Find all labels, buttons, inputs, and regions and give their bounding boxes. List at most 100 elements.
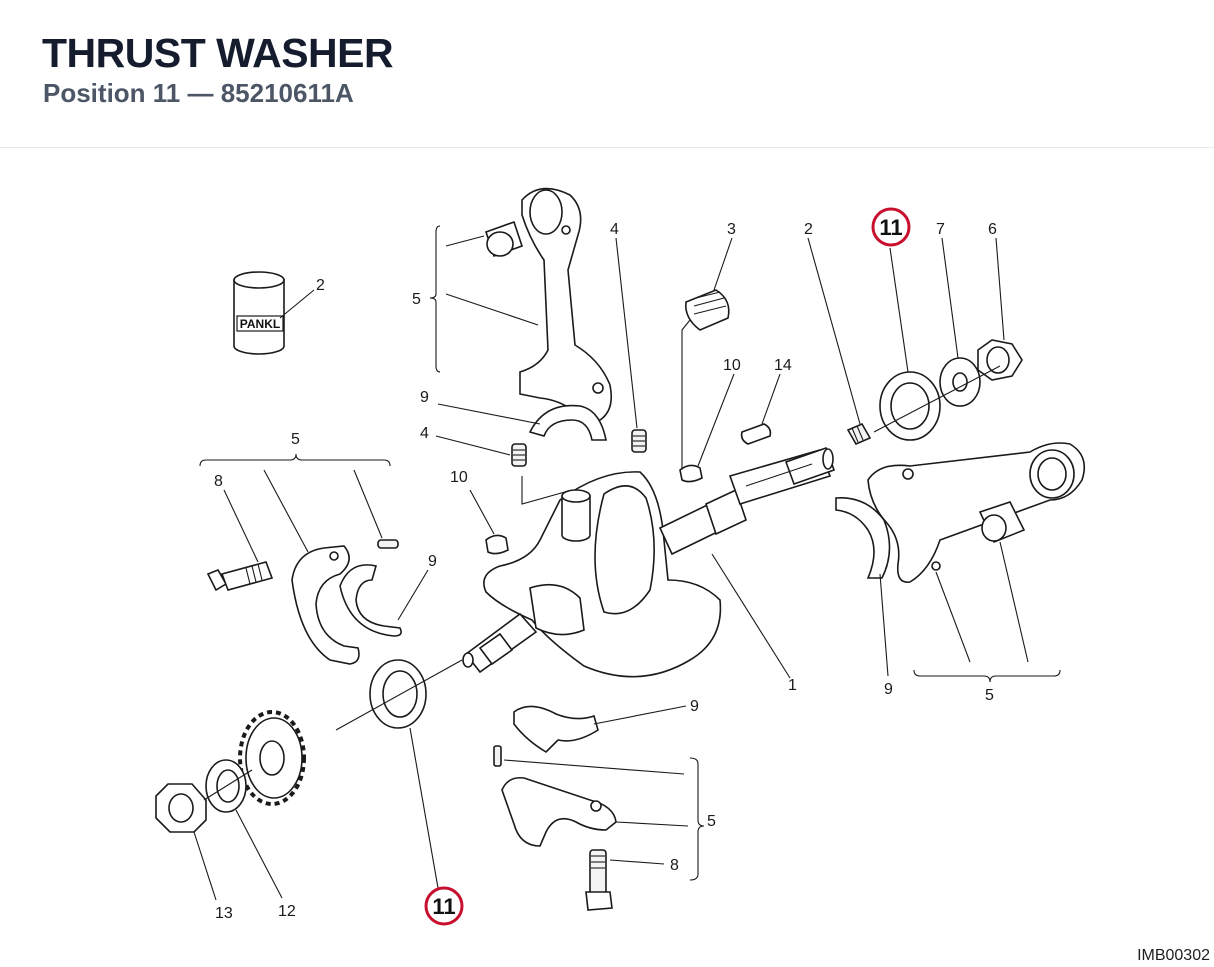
leader-right-9 — [879, 573, 889, 677]
callout-right-5: 5 — [985, 687, 994, 704]
thrust-washer-bottom[interactable] — [369, 659, 427, 729]
assembly-line-bottom — [335, 659, 463, 731]
dowel-2[interactable] — [846, 422, 872, 446]
leader-cap-5b — [353, 469, 383, 539]
bracket-bottom — [689, 757, 705, 881]
main-cap[interactable] — [291, 545, 360, 665]
leader-left-9 — [437, 403, 541, 425]
pankl-brand-label: PANKL — [240, 317, 280, 331]
callout-bottom-11: 11 — [432, 894, 455, 919]
bottom-main-cap[interactable] — [501, 776, 617, 847]
callout-pankl-2: 2 — [316, 277, 325, 294]
leader-top-14 — [761, 373, 781, 425]
cap-dowel[interactable] — [377, 539, 399, 549]
callout-bottom-9: 9 — [690, 698, 699, 715]
crankshaft[interactable] — [462, 446, 836, 678]
key-14[interactable] — [740, 423, 772, 445]
callout-left-4: 4 — [420, 425, 429, 442]
pankl-pin[interactable]: PANKL — [233, 271, 285, 355]
bottom-bearing-shell[interactable] — [513, 705, 599, 754]
leader-bottom-11 — [409, 727, 439, 889]
right-connecting-rod[interactable] — [867, 442, 1086, 583]
callout-top-2: 2 — [804, 221, 813, 238]
leader-pankl — [279, 289, 315, 319]
leader-left-10 — [469, 489, 495, 535]
bracket-rod-top — [429, 225, 441, 373]
callout-cap-5: 5 — [291, 431, 300, 448]
leader-top-6 — [995, 237, 1005, 341]
leader-rod-top-b — [445, 293, 539, 326]
dowel-top[interactable] — [631, 429, 647, 453]
leader-cap-8 — [223, 489, 259, 563]
leader-crank-1 — [711, 553, 791, 679]
leader-bottom-5b — [615, 821, 689, 827]
callout-right-9: 9 — [884, 681, 893, 698]
leader-left-4 — [435, 435, 511, 456]
bottom-dowel[interactable] — [493, 745, 502, 767]
callout-left-9: 9 — [420, 389, 429, 406]
key-top[interactable] — [679, 464, 703, 483]
cap-bearing-shell[interactable] — [339, 564, 402, 637]
assembly-line-gear — [203, 769, 253, 801]
leader-top-2 — [807, 237, 861, 425]
callout-top-6: 6 — [988, 221, 997, 238]
diagram-reference-code: IMB00302 — [1137, 947, 1210, 964]
upper-connecting-rod[interactable] — [519, 187, 613, 423]
leader-bottom-12 — [235, 809, 283, 899]
leader-bottom-9 — [593, 705, 687, 725]
assembly-line-dowel — [521, 476, 573, 505]
right-bearing-shell[interactable] — [835, 497, 891, 579]
leader-right-5b — [999, 541, 1029, 663]
right-rod-bushing[interactable] — [978, 501, 1026, 544]
leader-bottom-5a — [503, 759, 685, 775]
upper-bearing-shell[interactable] — [528, 404, 607, 441]
small-end-bushing[interactable] — [484, 220, 524, 258]
thrust-washer-top[interactable] — [879, 371, 941, 441]
threaded-plug[interactable] — [684, 289, 730, 331]
cap-screw-8[interactable] — [206, 561, 274, 592]
page-title: THRUST WASHER — [42, 30, 394, 76]
washer-7[interactable] — [939, 357, 981, 407]
callout-cap-9: 9 — [428, 553, 437, 570]
page-subtitle: Position 11 — 85210611A — [43, 78, 354, 108]
leader-top-10 — [697, 373, 735, 467]
leader-top-4 — [615, 237, 638, 429]
callout-left-10: 10 — [450, 469, 468, 486]
callout-top-3: 3 — [727, 221, 736, 238]
leader-top-11 — [889, 247, 909, 373]
callout-top-14: 14 — [774, 357, 792, 374]
dowel-left[interactable] — [511, 443, 527, 467]
timing-gear[interactable] — [238, 710, 306, 806]
callout-top-10: 10 — [723, 357, 741, 374]
callout-bottom-13: 13 — [215, 905, 233, 922]
nut-13[interactable] — [155, 783, 207, 833]
callout-top-7: 7 — [936, 221, 945, 238]
callout-bottom-5: 5 — [707, 813, 716, 830]
key-left[interactable] — [485, 534, 509, 555]
bracket-cap — [199, 453, 391, 467]
leader-top-7 — [941, 237, 959, 359]
callout-rod-top-5: 5 — [412, 291, 421, 308]
callout-cap-8: 8 — [214, 473, 223, 490]
callout-top-4: 4 — [610, 221, 619, 238]
assembly-line-plug — [681, 319, 691, 478]
highlight-callout-bottom[interactable]: 11 — [424, 886, 464, 926]
nut-6[interactable] — [977, 339, 1023, 381]
leader-bottom-13 — [193, 831, 217, 901]
bottom-screw-8[interactable] — [585, 849, 613, 911]
leader-cap-5a — [263, 469, 309, 553]
bracket-right — [913, 669, 1061, 683]
highlight-callout-top[interactable]: 11 — [871, 207, 911, 247]
leader-right-5a — [935, 571, 971, 663]
assembly-line-right — [873, 365, 1001, 433]
leader-bottom-8 — [609, 859, 665, 865]
leader-cap-9 — [397, 569, 429, 621]
leader-top-3 — [713, 237, 733, 291]
callout-crank-1: 1 — [788, 677, 797, 694]
callout-bottom-12: 12 — [278, 903, 296, 920]
leader-rod-top-a — [445, 235, 485, 247]
header: THRUST WASHER Position 11 — 85210611A — [0, 0, 1214, 148]
callout-top-11: 11 — [879, 215, 902, 240]
callout-bottom-8: 8 — [670, 857, 679, 874]
